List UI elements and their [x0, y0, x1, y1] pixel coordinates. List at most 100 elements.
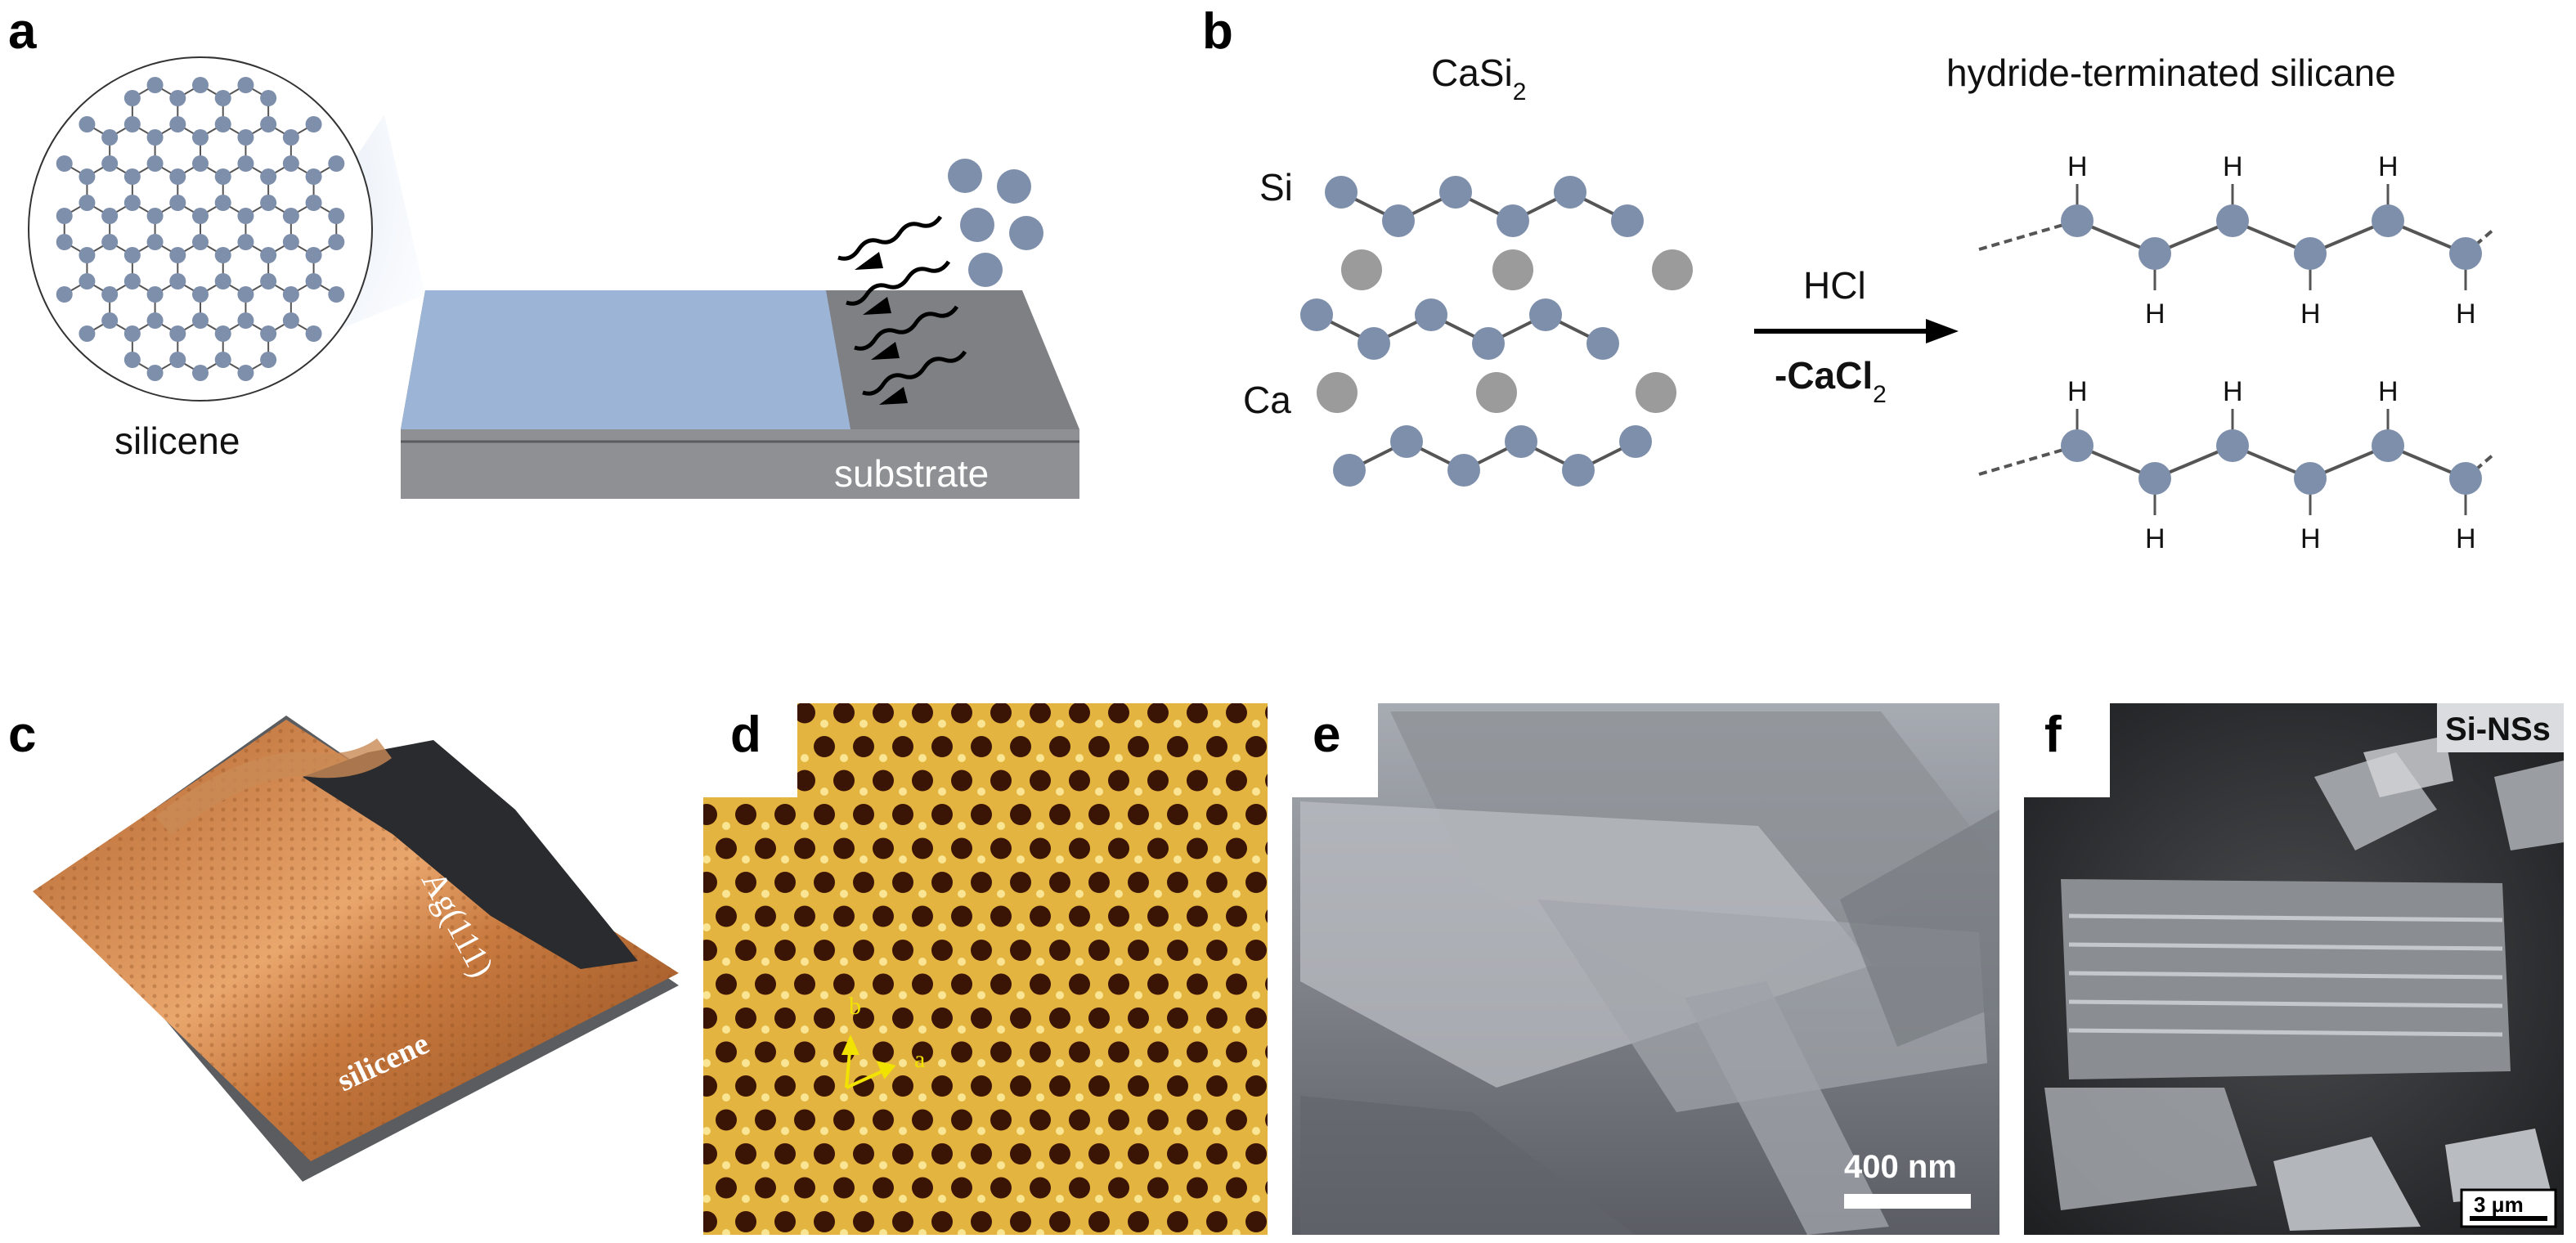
si-atom	[123, 273, 141, 289]
si-atom	[328, 155, 345, 172]
si-atom	[169, 325, 186, 342]
si-atom	[305, 168, 322, 185]
si-atom	[2294, 462, 2327, 495]
si-atom	[1586, 327, 1619, 360]
si-atom	[1415, 298, 1447, 331]
si-atom	[1439, 176, 1472, 209]
si-atom	[305, 247, 322, 263]
si-atom	[305, 325, 322, 342]
ca-atom	[1492, 249, 1533, 290]
si-atom	[169, 247, 186, 263]
si-atom	[237, 234, 254, 250]
si-atom	[192, 286, 209, 303]
scale-bar-label-f: 3 μm	[2474, 1192, 2524, 1217]
si-atom	[282, 129, 299, 146]
si-atom	[214, 90, 231, 106]
stacked-sheets	[2061, 879, 2511, 1079]
si-atom	[305, 273, 322, 289]
ca-atom	[1652, 249, 1693, 290]
panel-e: 400 nm	[1292, 703, 1999, 1235]
si-atom	[260, 116, 277, 132]
si-atom	[237, 129, 254, 146]
ag111-region	[303, 740, 638, 969]
si-atom	[56, 155, 73, 172]
chain-continuation	[1978, 219, 2078, 251]
si-atom	[192, 129, 209, 146]
si-atom	[146, 155, 164, 172]
panel-letter-c: c	[8, 707, 37, 763]
h-atom-label: H	[2300, 298, 2321, 330]
h-atom-label: H	[2456, 523, 2476, 554]
si-atom	[2294, 237, 2327, 270]
si-atom	[214, 168, 231, 185]
si-atom	[192, 155, 209, 172]
silicene-label: silicene	[114, 420, 240, 462]
panel-c: Ag(111) silicene	[33, 716, 679, 1182]
h-atom-label: H	[2145, 523, 2165, 554]
si-atom	[192, 234, 209, 250]
si-atom	[1505, 425, 1537, 458]
si-atom	[260, 168, 277, 185]
si-atom	[192, 208, 209, 224]
si-atom	[169, 90, 186, 106]
h-atom-label: H	[2067, 151, 2088, 182]
si-atom	[169, 273, 186, 289]
si-atom	[1390, 425, 1423, 458]
h-atom-label: H	[2378, 376, 2399, 407]
si-atom	[123, 116, 141, 132]
si-atom	[2138, 462, 2171, 495]
si-atom	[79, 247, 96, 263]
panel-f: Si-NSs 3 μm	[2024, 703, 2564, 1235]
right-arrow-icon	[1926, 319, 1959, 343]
axis-a-label: a	[914, 1046, 925, 1073]
si-atom	[101, 129, 119, 146]
si-atom	[260, 247, 277, 263]
si-atom	[282, 155, 299, 172]
si-atom	[1611, 204, 1644, 237]
casi2-structure	[1300, 176, 1693, 487]
substrate-label: substrate	[834, 452, 989, 495]
si-atom	[2061, 204, 2094, 237]
si-atom	[2449, 237, 2482, 270]
si-atom	[56, 286, 73, 303]
si-atom	[260, 90, 277, 106]
panel-letter-f: f	[2044, 707, 2062, 763]
si-atom	[305, 195, 322, 211]
si-atom	[214, 195, 231, 211]
si-atom	[214, 116, 231, 132]
si-atom	[101, 208, 119, 224]
si-atom	[1358, 327, 1390, 360]
si-atom	[214, 273, 231, 289]
ca-atom	[1476, 372, 1517, 413]
si-atom	[79, 273, 96, 289]
si-atom	[2372, 429, 2404, 462]
si-atom	[192, 312, 209, 329]
h-atom-label: H	[2145, 298, 2165, 330]
si-atom	[146, 365, 164, 381]
product-label: hydride-terminated silicane	[1946, 52, 2396, 94]
si-atom	[101, 234, 119, 250]
si-atom	[169, 168, 186, 185]
si-atom	[214, 247, 231, 263]
si-atom	[169, 352, 186, 368]
si-atom	[237, 286, 254, 303]
si-atom	[260, 352, 277, 368]
panel-letter-e: e	[1313, 707, 1341, 763]
si-atom	[123, 325, 141, 342]
si-atom	[101, 312, 119, 329]
si-atom	[260, 273, 277, 289]
si-atom	[56, 234, 73, 250]
si-atom	[79, 168, 96, 185]
si-atom	[101, 155, 119, 172]
si-atom	[123, 195, 141, 211]
si-atom	[146, 234, 164, 250]
si-atom	[101, 286, 119, 303]
si-atom	[146, 77, 164, 93]
h-atom-label: H	[2223, 151, 2243, 182]
tag-box	[2437, 703, 2564, 752]
si-atom	[260, 195, 277, 211]
scale-bar-e	[1844, 1194, 1971, 1209]
si-atom	[214, 352, 231, 368]
si-atom	[282, 312, 299, 329]
